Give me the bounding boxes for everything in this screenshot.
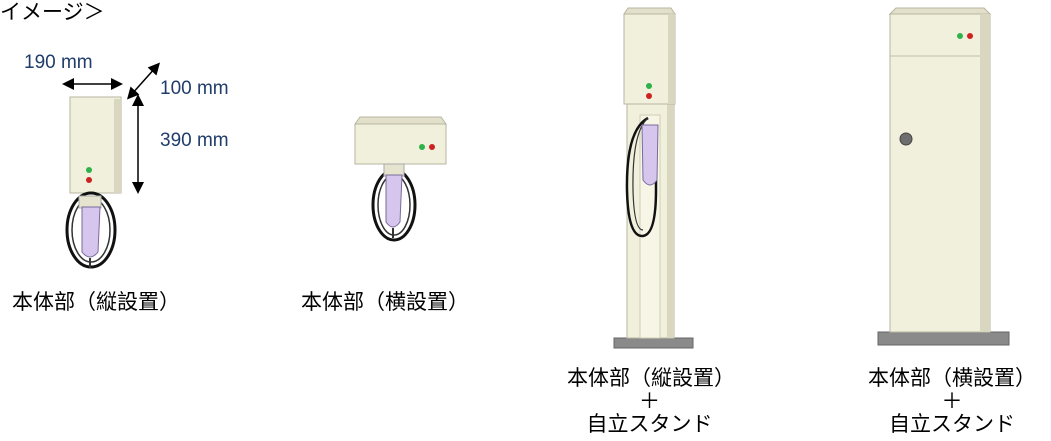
led-indicator-icon	[86, 177, 92, 183]
led-indicator-icon	[419, 144, 425, 150]
caption-vertical-body-with-stand: 本体部（縦設置） ＋ 自立スタンド	[567, 366, 735, 436]
led-indicator-icon	[957, 33, 963, 39]
led-indicator-icon	[429, 144, 435, 150]
caption-line: 本体部（縦設置）	[567, 366, 735, 390]
caption-line: 本体部（横設置）	[868, 366, 1036, 390]
led-indicator-icon	[646, 93, 652, 99]
caption-line: ＋	[941, 389, 963, 413]
unit-horizontal-body-illustration	[354, 116, 447, 242]
unit-vertical-body-illustration	[62, 62, 160, 269]
diagonal-double-arrow-icon	[127, 62, 160, 100]
charging-connector-icon	[81, 206, 101, 258]
unit-horizontal-stand-illustration	[877, 7, 1010, 346]
caption-vertical-body: 本体部（縦設置）	[12, 290, 180, 314]
caption-line: 自立スタンド	[889, 412, 1015, 436]
caption-line: 自立スタンド	[586, 412, 713, 436]
caption-horizontal-body-with-stand: 本体部（横設置） ＋ 自立スタンド	[862, 367, 1042, 436]
charging-connector-icon	[385, 174, 403, 228]
charging-connector-icon	[641, 124, 659, 186]
caption-line: ＋	[639, 389, 660, 413]
led-indicator-icon	[86, 167, 92, 173]
led-indicator-icon	[967, 33, 973, 39]
unit-vertical-stand-illustration	[613, 7, 694, 349]
width-dimension-label: 190 mm	[24, 52, 93, 73]
led-indicator-icon	[646, 83, 652, 89]
caption-horizontal-body: 本体部（横設置）	[301, 290, 469, 314]
page-heading: イメージ＞	[0, 0, 105, 24]
depth-dimension-label: 100 mm	[160, 78, 229, 99]
height-dimension-label: 390 mm	[160, 130, 229, 151]
door-lock-icon	[899, 132, 913, 146]
